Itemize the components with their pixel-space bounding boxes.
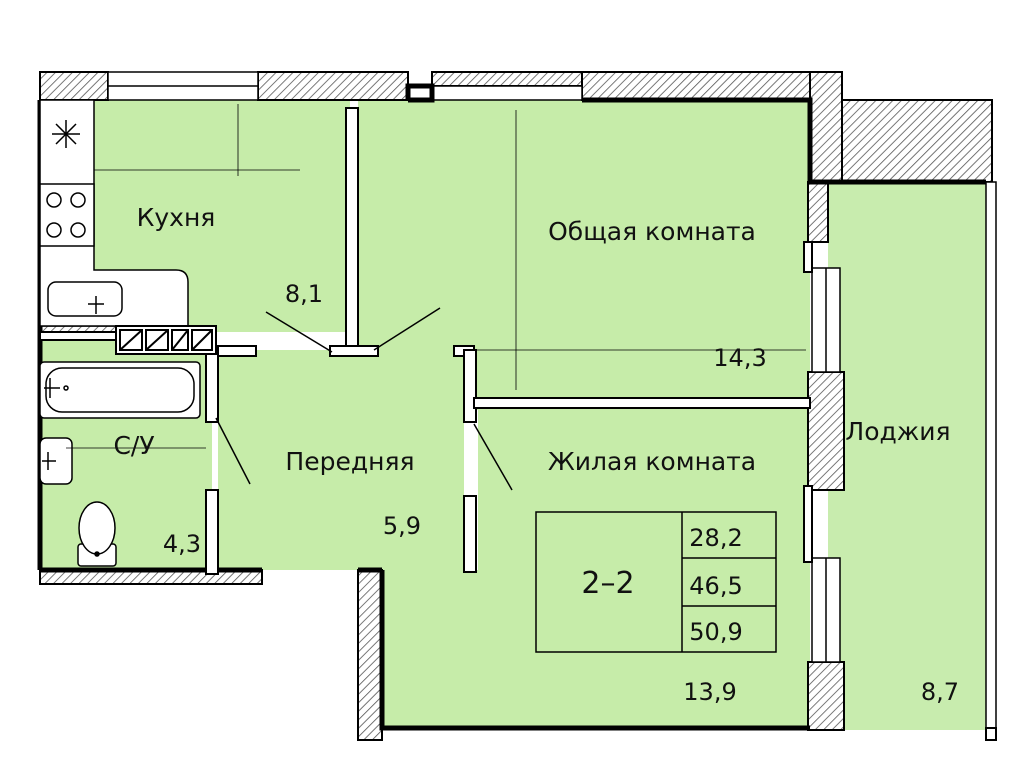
- bedroom-floor: [478, 408, 810, 578]
- living-floor: [358, 100, 810, 350]
- loggia-floor: [828, 182, 986, 730]
- living-room-label: Общая комната: [548, 217, 756, 246]
- bathroom-label: С/У: [113, 431, 154, 460]
- burner-2: [70, 192, 86, 208]
- windows: [107, 71, 997, 739]
- vent-shafts: [115, 325, 217, 355]
- summary-value-3: 50,9: [689, 618, 742, 646]
- counter: [39, 99, 189, 327]
- kitchen-area: 8,1: [285, 280, 323, 308]
- bedroom-label: Жилая комната: [548, 447, 756, 476]
- door-swings: [215, 307, 513, 491]
- reference-lines: [66, 104, 806, 449]
- loggia-area: 8,7: [921, 678, 959, 706]
- snowflake-icon: [52, 120, 80, 148]
- loggia-label: Лоджия: [845, 417, 950, 446]
- hall-floor: [218, 350, 464, 570]
- hall-label: Передняя: [285, 447, 414, 476]
- bathroom-fixtures: [39, 361, 201, 567]
- burner-3: [46, 222, 62, 238]
- apartment-code: 2–2: [581, 566, 634, 601]
- summary-value-2: 46,5: [689, 572, 742, 600]
- hall-area: 5,9: [383, 512, 421, 540]
- bedroom-area: 13,9: [683, 678, 736, 706]
- room-floors: [40, 100, 986, 730]
- bedroom-lower-floor: [382, 570, 810, 728]
- kitchen-sink: [47, 281, 123, 317]
- kitchen-fixtures: [39, 99, 189, 327]
- burner-1: [46, 192, 62, 208]
- burner-4: [70, 222, 86, 238]
- toilet-bowl: [78, 501, 116, 555]
- living-room-area: 14,3: [713, 344, 766, 372]
- summary-value-1: 28,2: [689, 524, 742, 552]
- kitchen-label: Кухня: [137, 203, 216, 232]
- summary-box: [535, 511, 777, 653]
- stove: [39, 183, 95, 247]
- bathroom-area: 4,3: [163, 530, 201, 558]
